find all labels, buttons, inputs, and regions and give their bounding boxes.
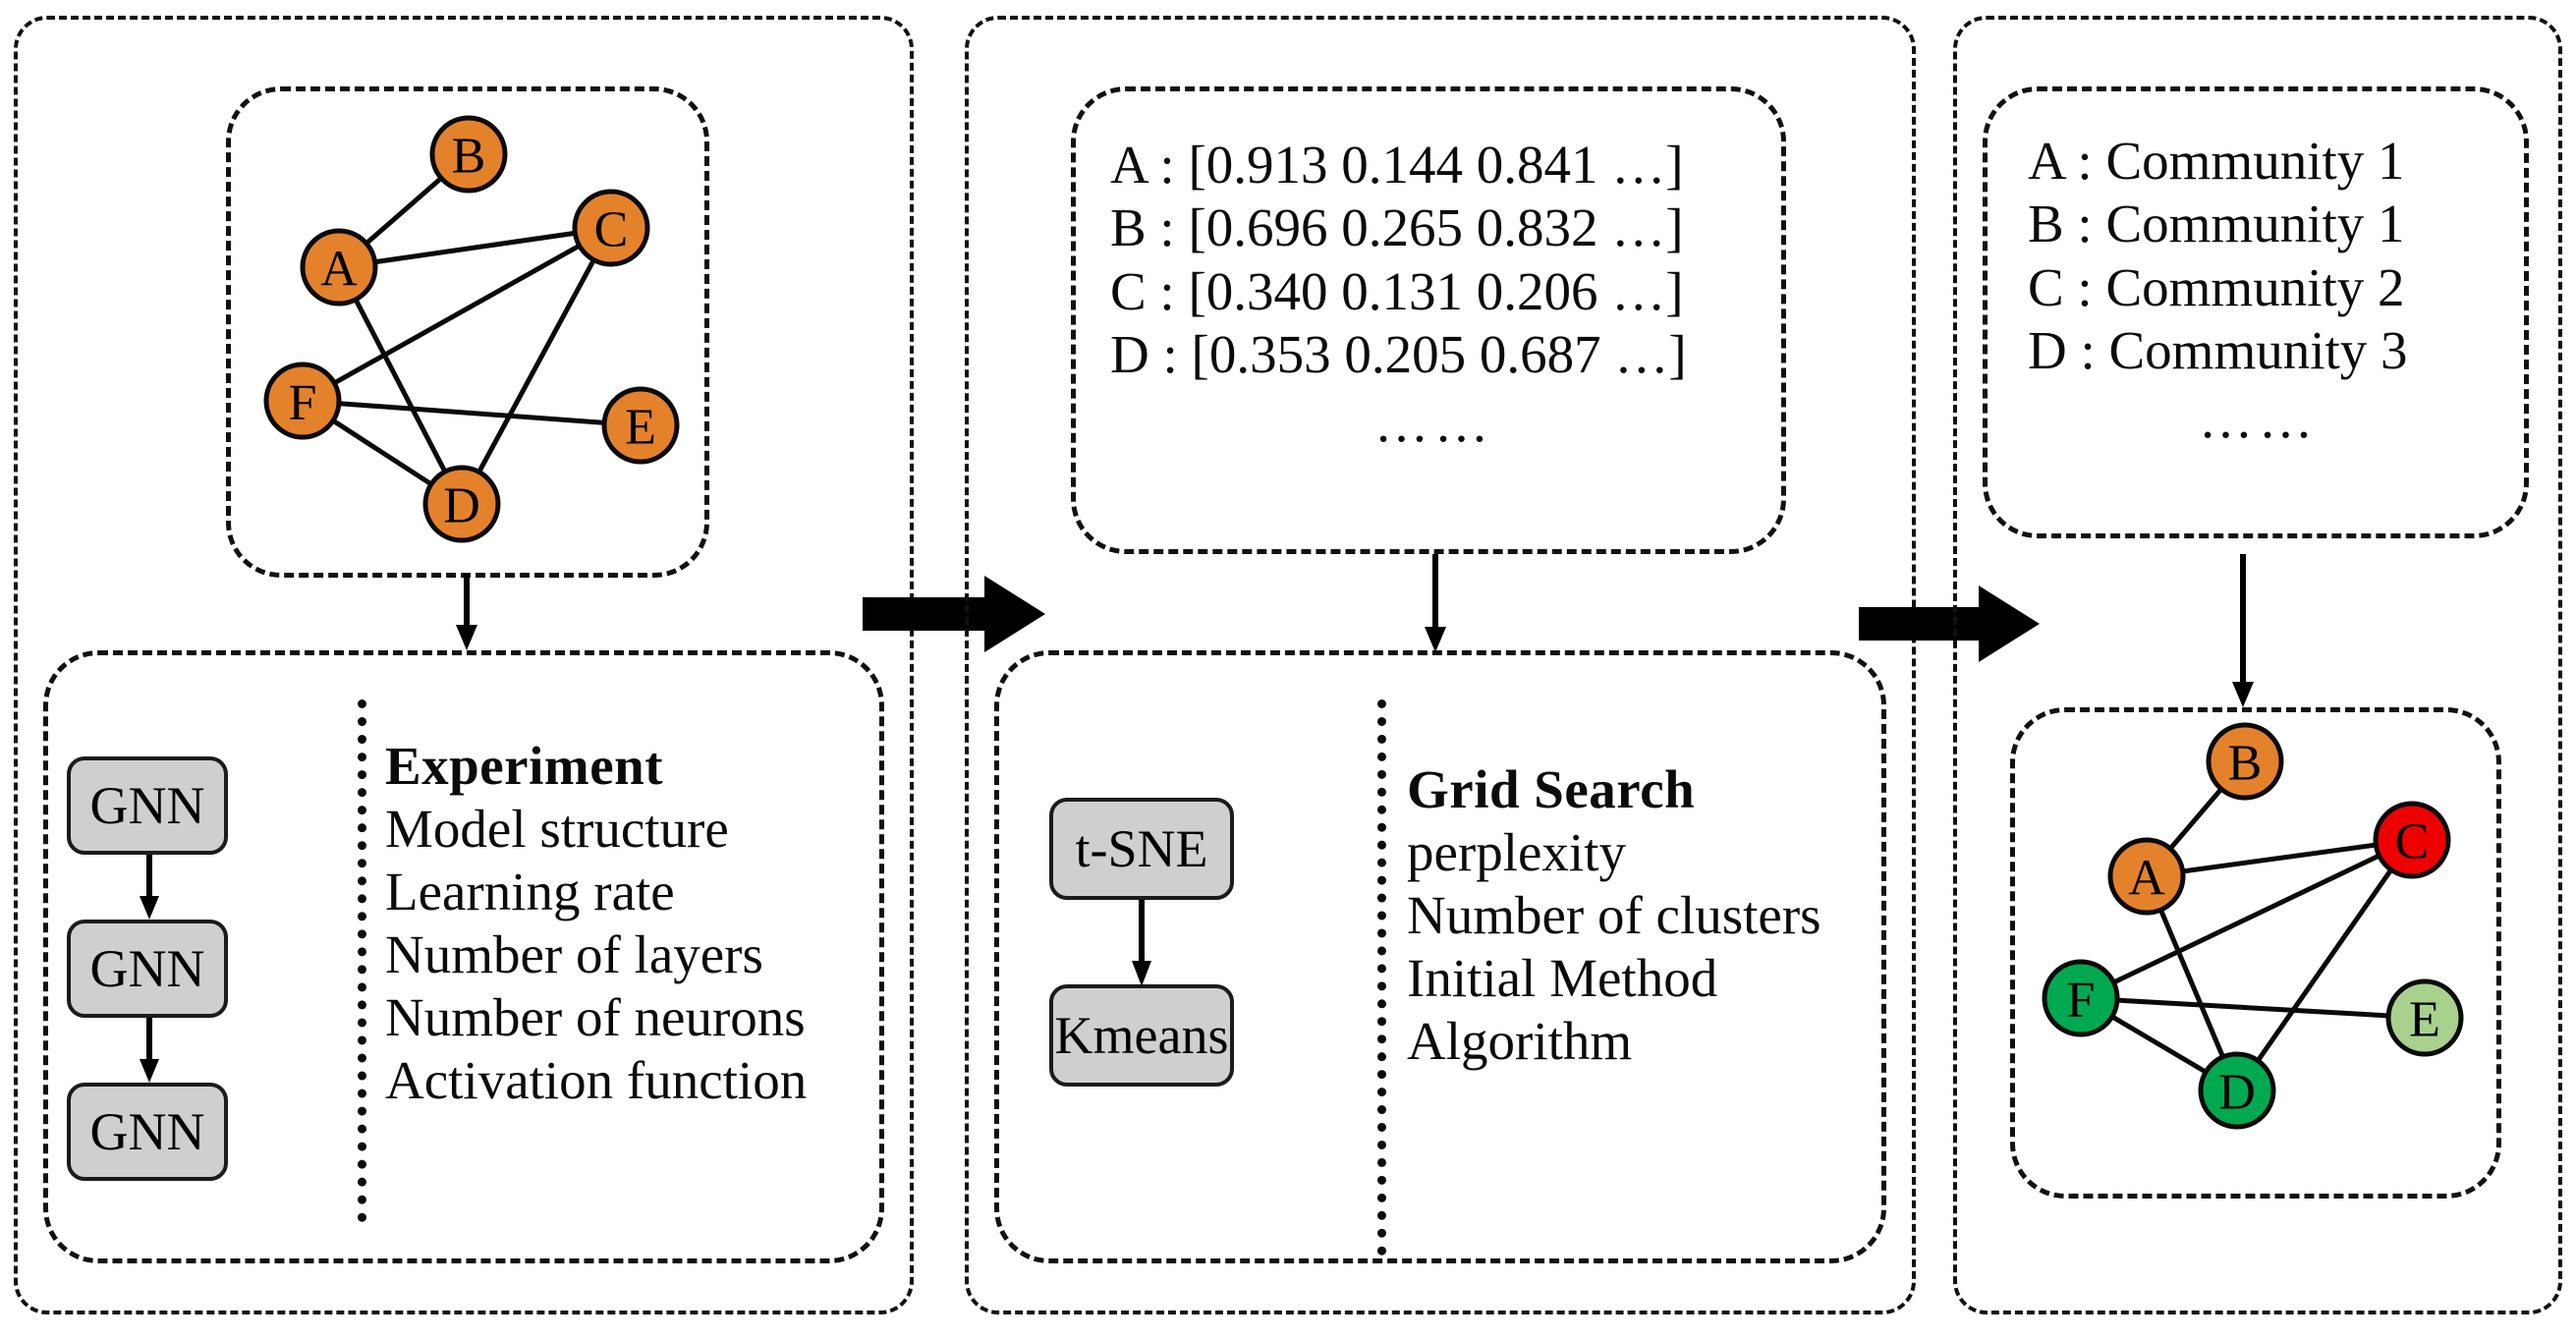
grid-search-param-3: Algorithm	[1407, 1011, 1633, 1072]
assignment-row-1: B : Community 1	[2028, 194, 2405, 254]
grid-search-param-0: perplexity	[1407, 822, 1626, 883]
embeddings-list: A : [0.913 0.144 0.841 …] B : [0.696 0.2…	[1110, 134, 1759, 456]
experiment-param-3: Number of neurons	[385, 987, 806, 1048]
stage1-outer-panel	[14, 16, 914, 1314]
gnn-arrow-2-3	[140, 1018, 159, 1083]
community-assignments-list: A : Community 1 B : Community 1 C : Comm…	[2028, 130, 2490, 452]
experiment-header: Experiment	[385, 736, 664, 796]
experiment-param-2: Number of layers	[385, 924, 763, 985]
gnn-box-3[interactable]: GNN	[67, 1083, 228, 1181]
experiment-params: Experiment Model structure Learning rate…	[385, 735, 807, 1112]
stage2-down-arrow	[1425, 554, 1446, 652]
stage2-dotted-separator	[1377, 699, 1386, 1256]
assignment-row-0: A : Community 1	[2028, 131, 2405, 191]
stage1-input-graph-panel	[226, 86, 709, 578]
grid-search-param-2: Initial Method	[1407, 948, 1718, 1009]
gnn-box-2[interactable]: GNN	[67, 920, 228, 1018]
embedding-row-3: D : [0.353 0.205 0.687 …]	[1110, 324, 1687, 385]
stage2-outer-panel	[965, 16, 1916, 1314]
stage3-assignments-panel	[1983, 86, 2529, 538]
stage1-to-stage2-arrow	[863, 576, 1045, 652]
kmeans-box[interactable]: Kmeans	[1049, 984, 1234, 1087]
stage2-embeddings-panel	[1071, 86, 1786, 554]
grid-search-param-1: Number of clusters	[1407, 885, 1821, 946]
stage3-output-graph-panel	[2010, 707, 2501, 1199]
embeddings-ellipsis: ……	[1374, 393, 1494, 454]
stage3-outer-panel	[1953, 16, 2562, 1314]
stage3-down-arrow	[2232, 554, 2254, 707]
embedding-row-1: B : [0.696 0.265 0.832 …]	[1110, 197, 1684, 258]
assignments-ellipsis: ……	[2199, 389, 2319, 450]
grid-search-params: Grid Search perplexity Number of cluster…	[1407, 758, 1821, 1073]
tsne-to-kmeans-arrow	[1132, 900, 1151, 986]
embedding-row-2: C : [0.340 0.131 0.206 …]	[1110, 260, 1684, 321]
stage1-model-panel	[43, 650, 884, 1263]
gnn-box-1[interactable]: GNN	[67, 756, 228, 855]
tsne-box[interactable]: t-SNE	[1049, 798, 1234, 900]
assignment-row-3: D : Community 3	[2028, 320, 2408, 381]
assignment-row-2: C : Community 2	[2028, 256, 2405, 317]
stage1-down-arrow	[456, 574, 477, 650]
grid-search-header: Grid Search	[1407, 759, 1696, 819]
stage1-dotted-separator	[358, 699, 366, 1222]
stage2-to-stage3-arrow	[1859, 586, 2040, 662]
experiment-param-1: Learning rate	[385, 862, 675, 922]
experiment-param-4: Activation function	[385, 1050, 808, 1111]
stage2-model-panel	[994, 650, 1886, 1263]
experiment-param-0: Model structure	[385, 799, 729, 860]
gnn-arrow-1-2	[140, 855, 159, 920]
embedding-row-0: A : [0.913 0.144 0.841 …]	[1110, 135, 1684, 195]
